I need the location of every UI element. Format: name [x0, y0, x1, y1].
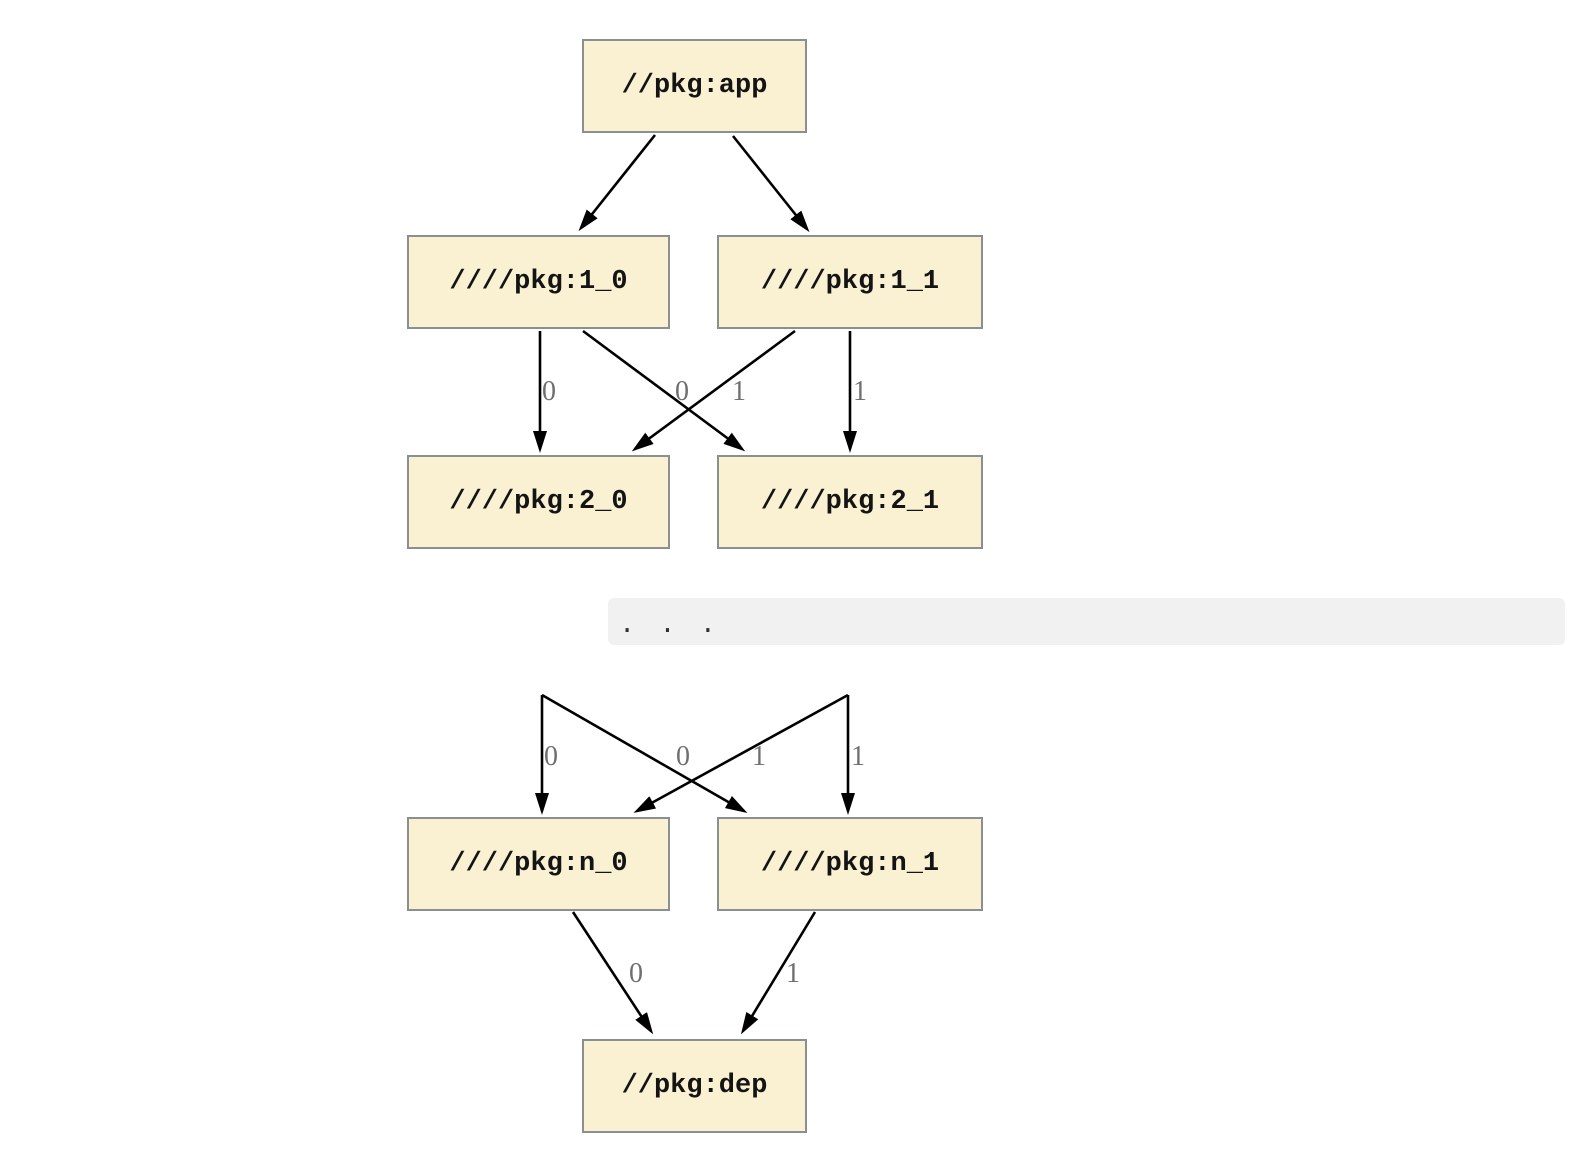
node-2_0: ////pkg:2_0	[407, 455, 670, 549]
edge-label-1_0-to-2_1: 1	[732, 376, 746, 407]
edge-hidden-right-to-n_0	[633, 693, 849, 813]
edge-label-hidden-left-to-n_1: 1	[752, 741, 766, 772]
node-2_1: ////pkg:2_1	[717, 455, 983, 549]
edge-app-to-1_0	[578, 134, 657, 232]
edge-n_1-to-dep	[740, 911, 817, 1035]
node-1_1: ////pkg:1_1	[717, 235, 983, 329]
node-app: //pkg:app	[582, 39, 807, 133]
node-n_0: ////pkg:n_0	[407, 817, 670, 911]
edge-label-1_1-to-2_0: 0	[675, 376, 689, 407]
edge-1_0-to-2_1	[582, 329, 746, 452]
node-dep: //pkg:dep	[582, 1039, 807, 1133]
edge-label-1_0-to-2_0: 0	[542, 376, 556, 407]
edge-label-hidden-right-to-n_0: 0	[676, 741, 690, 772]
edge-hidden-left-to-n_1	[541, 693, 748, 813]
edge-label-1_1-to-2_1: 1	[853, 376, 867, 407]
ellipsis-band: . . .	[608, 598, 1565, 645]
node-n_1: ////pkg:n_1	[717, 817, 983, 911]
edge-label-hidden-right-to-n_1: 1	[851, 741, 865, 772]
edge-app-to-1_1	[731, 135, 810, 233]
edge-label-n_0-to-dep: 0	[629, 958, 643, 989]
edge-label-n_1-to-dep: 1	[786, 958, 800, 989]
node-1_0: ////pkg:1_0	[407, 235, 670, 329]
edge-label-hidden-left-to-n_0: 0	[544, 741, 558, 772]
ellipsis-text: . . .	[619, 610, 721, 641]
edge-1_1-to-2_0	[631, 329, 796, 452]
